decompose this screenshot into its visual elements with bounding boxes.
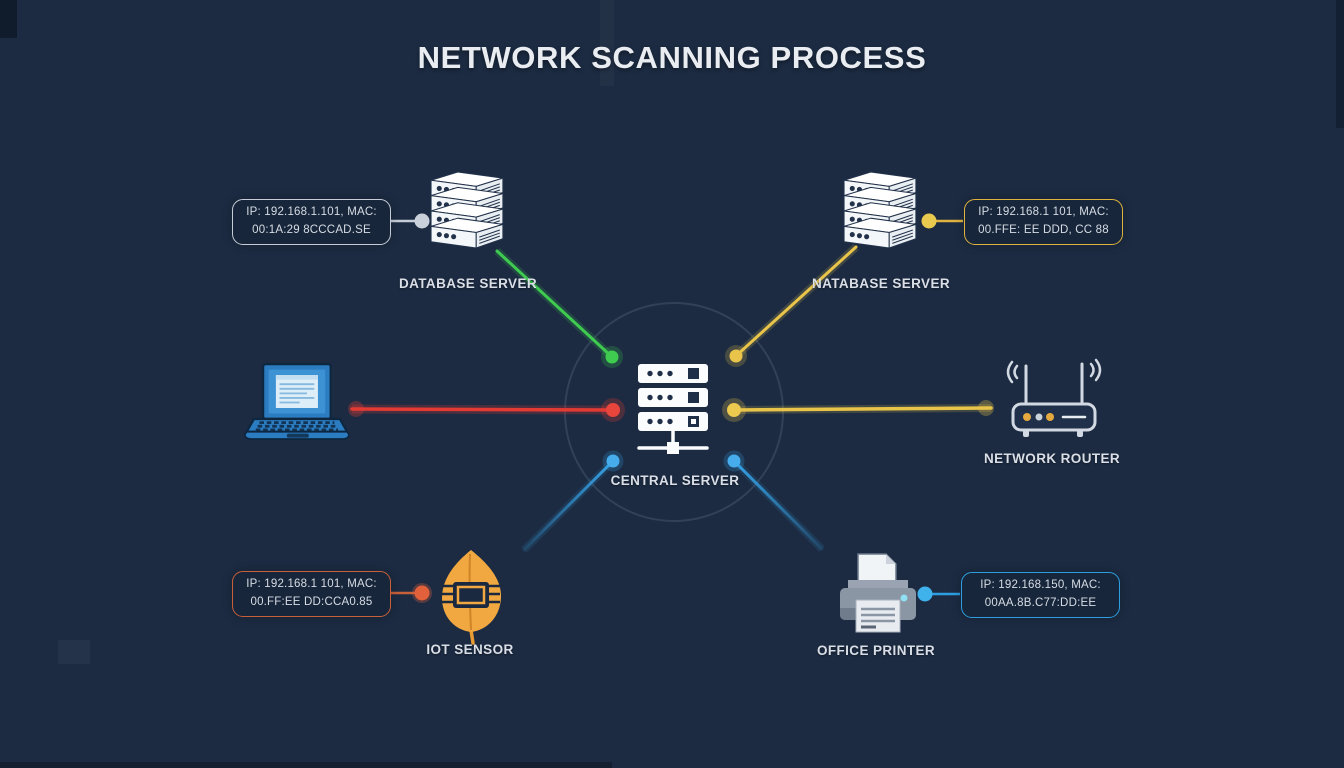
office-printer-icon <box>840 553 916 633</box>
connector-printer-box <box>917 586 960 602</box>
info-box-natabase: IP: 192.168.1 101, MAC: 00.FFE: EE DDD, … <box>964 199 1123 245</box>
label-network-router: NETWORK ROUTER <box>983 451 1121 466</box>
label-central-server: CENTRAL SERVER <box>610 473 740 488</box>
link-blue-iot <box>521 450 624 553</box>
label-iot-sensor: IOT SENSOR <box>426 642 514 657</box>
connector-iot-box <box>390 583 432 603</box>
link-green-database <box>494 248 623 368</box>
link-blue-printer <box>723 450 825 552</box>
connector-database-box <box>390 213 430 229</box>
label-natabase-server: NATABASE SERVER <box>811 276 951 291</box>
info-line: IP: 192.168.1.101, MAC: <box>246 206 377 219</box>
label-database-server: DATABASE SERVER <box>398 276 538 291</box>
link-yellow-natabase <box>725 244 859 367</box>
info-line: IP: 192.168.1 101, MAC: <box>978 206 1109 219</box>
laptop-icon <box>243 362 350 440</box>
info-box-iot: IP: 192.168.1 101, MAC: 00.FF:EE DD:CCA0… <box>232 571 391 617</box>
connector-natabase-box <box>921 213 963 229</box>
info-line: 00.FFE: EE DDD, CC 88 <box>978 224 1109 236</box>
info-box-database: IP: 192.168.1.101, MAC: 00:1A:29 8CCCAD.… <box>232 199 391 245</box>
natabase-server-icon <box>843 171 917 249</box>
info-box-printer: IP: 192.168.150, MAC: 00AA.8B.C77:DD:EE <box>961 572 1120 618</box>
info-line: 00:1A:29 8CCCAD.SE <box>252 224 371 236</box>
central-server-icon <box>637 364 709 454</box>
network-router-icon <box>1006 358 1102 437</box>
page-title: NETWORK SCANNING PROCESS <box>417 40 927 75</box>
info-line: IP: 192.168.150, MAC: <box>980 579 1101 592</box>
database-server-icon <box>430 171 504 249</box>
info-line: 00AA.8B.C77:DD:EE <box>984 597 1097 609</box>
iot-sensor-icon <box>442 550 502 645</box>
info-line: 00.FF:EE DD:CCA0.85 <box>250 596 373 608</box>
link-yellow-router <box>722 398 994 422</box>
scan-ring <box>564 302 784 522</box>
label-office-printer: OFFICE PRINTER <box>816 643 936 658</box>
info-line: IP: 192.168.1 101, MAC: <box>246 578 377 591</box>
link-red-laptop <box>348 398 625 422</box>
